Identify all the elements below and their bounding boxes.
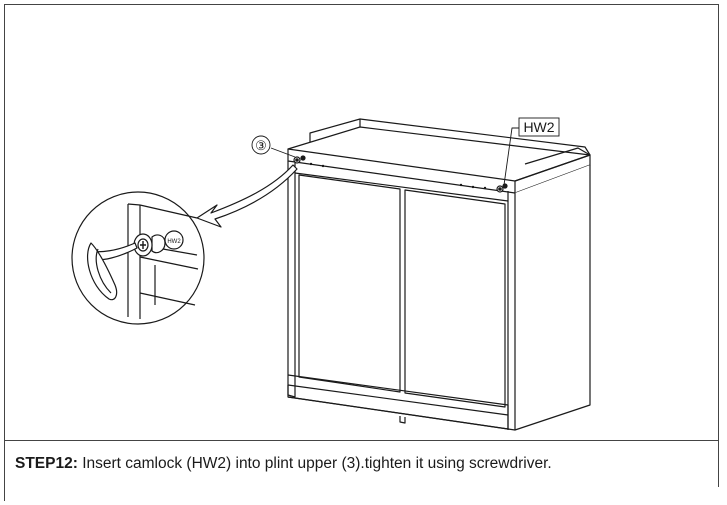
hardware-label-box (518, 117, 560, 137)
inset-hardware-mark: HW2 (167, 239, 181, 245)
caption-border-tail (4, 486, 5, 501)
part-number-circle (251, 135, 271, 155)
step-instruction: Insert camlock (HW2) into plint upper (3… (77, 455, 552, 472)
instruction-panel: ③ HW2 HW2 STEP12: Insert camlock (HW2) i… (4, 4, 719, 501)
part-number-label: ③ (255, 138, 267, 153)
hardware-label: HW2 (523, 119, 554, 135)
step-label: STEP12: (15, 455, 78, 472)
caption-area: STEP12: Insert camlock (HW2) into plint … (4, 440, 719, 487)
inset-detail-lines (127, 203, 199, 319)
assembly-illustration: ③ HW2 HW2 (71, 117, 591, 431)
cabinet-back-edge (309, 118, 361, 142)
inset-camlock (133, 230, 184, 257)
cabinet-left-side (287, 161, 296, 398)
callout-arrow (196, 164, 298, 228)
plinth-bottom (287, 374, 509, 416)
cabinet-right-side (514, 165, 591, 431)
figure-area: ③ HW2 HW2 (4, 4, 719, 440)
screwdriver-icon (87, 242, 138, 301)
step-caption: STEP12: Insert camlock (HW2) into plint … (15, 455, 552, 473)
door-right (404, 189, 506, 408)
door-left (298, 174, 401, 393)
